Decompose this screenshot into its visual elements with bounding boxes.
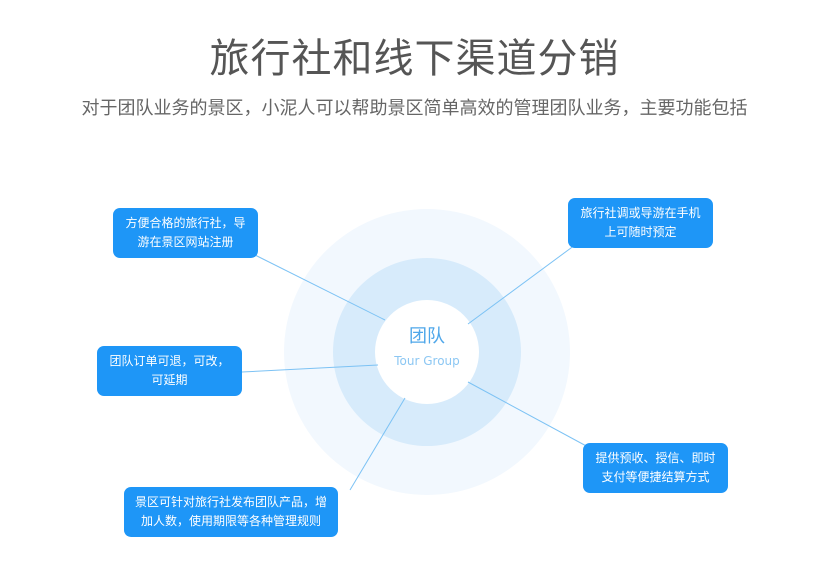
feature-box-mobile-booking: 旅行社调或导游在手机上可随时预定 bbox=[568, 198, 713, 248]
center-circle bbox=[375, 300, 479, 404]
connector-line-2 bbox=[467, 244, 576, 325]
connector-line-5 bbox=[349, 397, 406, 491]
page-subtitle: 对于团队业务的景区，小泥人可以帮助景区简单高效的管理团队业务，主要功能包括 bbox=[81, 98, 748, 119]
feature-box-registration: 方便合格的旅行社，导游在景区网站注册 bbox=[113, 208, 258, 258]
feature-box-settlement: 提供预收、授信、即时支付等便捷结算方式 bbox=[583, 443, 728, 493]
feature-box-order-changes: 团队订单可退，可改，可延期 bbox=[97, 346, 242, 396]
center-label-en: Tour Group bbox=[394, 354, 460, 368]
page-title: 旅行社和线下渠道分销 bbox=[209, 36, 620, 82]
connector-line-1 bbox=[254, 254, 386, 321]
connector-line-3 bbox=[241, 364, 379, 373]
center-label-cn: 团队 bbox=[409, 326, 445, 347]
feature-box-product-rules: 景区可针对旅行社发布团队产品，增加人数，使用期限等各种管理规则 bbox=[124, 487, 338, 537]
center-label: 团队 Tour Group bbox=[379, 322, 475, 368]
connector-line-4 bbox=[467, 381, 591, 449]
